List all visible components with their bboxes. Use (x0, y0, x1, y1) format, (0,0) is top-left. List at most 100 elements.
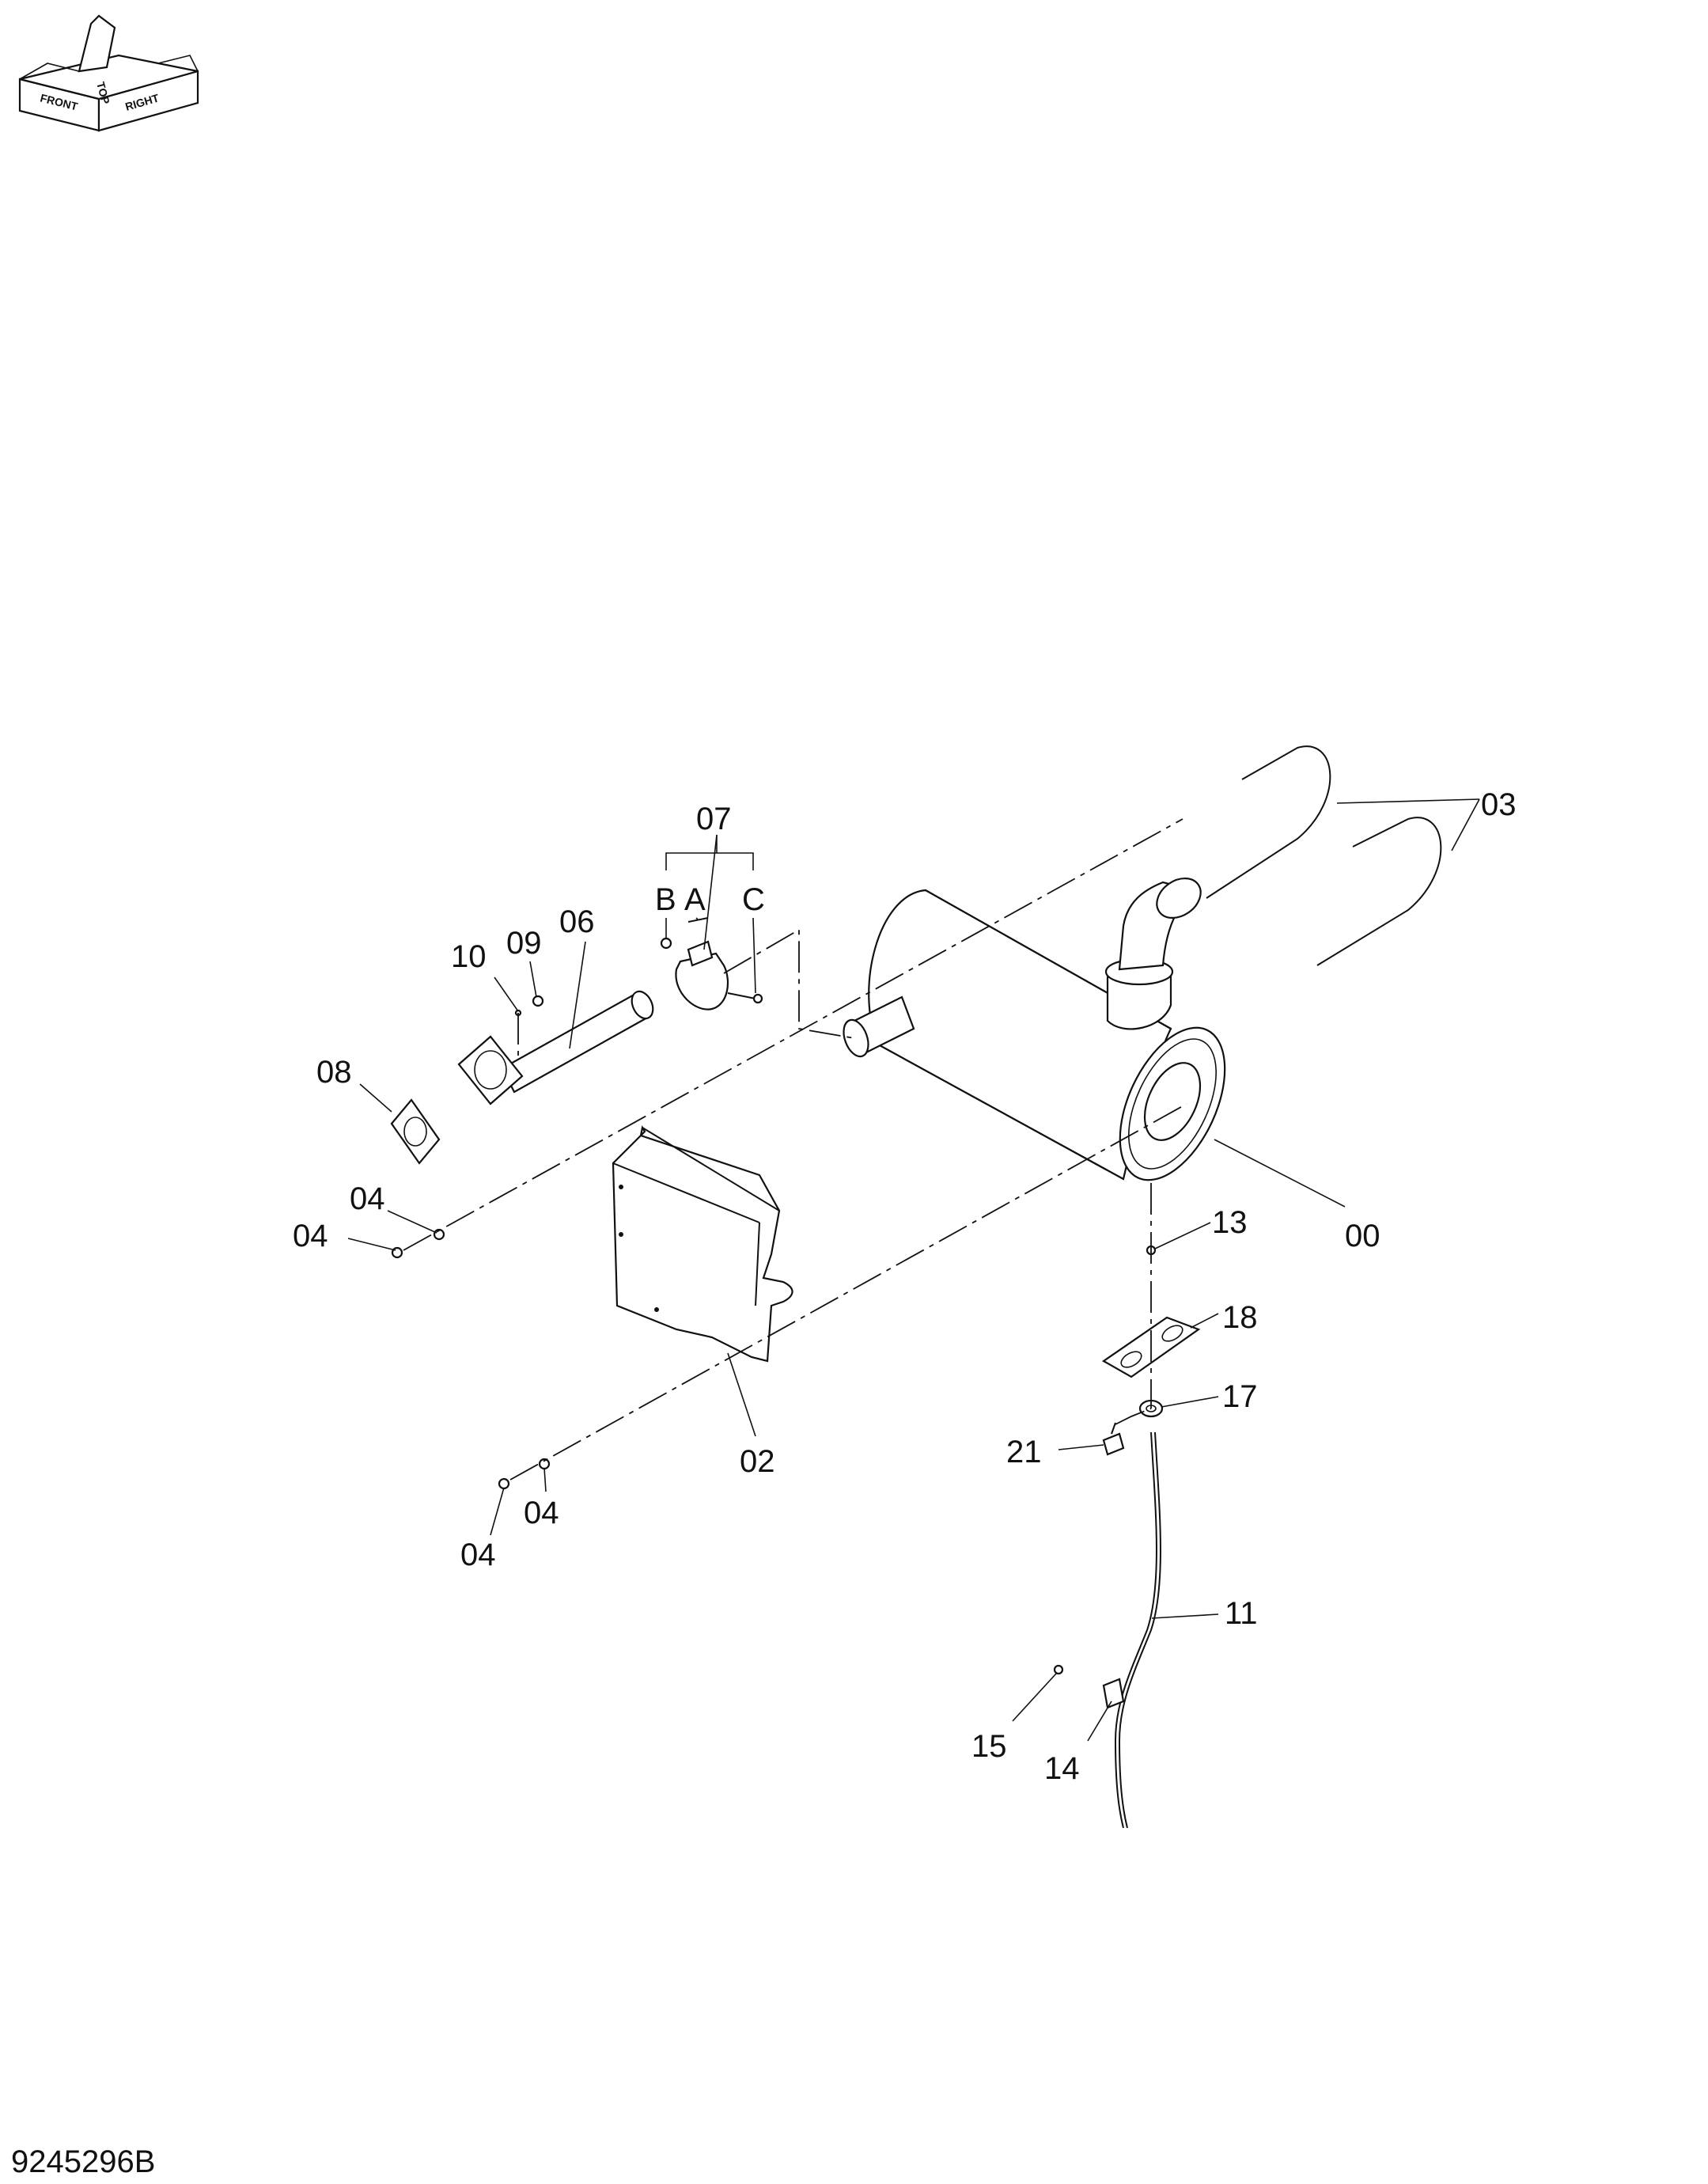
leader-04-upper-1 (387, 1210, 437, 1234)
leader-11 (1151, 1613, 1219, 1619)
callout-06: 06 (559, 904, 595, 939)
part-06-pipe (457, 990, 654, 1105)
callout-08: 08 (316, 1055, 352, 1090)
leader-15 (1012, 1673, 1057, 1722)
leader-07-bracket (665, 852, 754, 870)
clamp-bolt-c (727, 992, 756, 999)
leader-lines (347, 798, 1480, 1742)
part-11-hose-edge (1118, 1431, 1161, 1829)
callout-07-C: C (742, 882, 765, 917)
centerline-fitting (1115, 1408, 1152, 1425)
bracket-slot-1 (1120, 1351, 1142, 1368)
centerline-clamp (723, 928, 855, 1039)
gasket-plate (390, 1098, 441, 1165)
callout-07: 07 (696, 802, 732, 836)
leader-14 (1087, 1701, 1112, 1742)
callout-21: 21 (1006, 1435, 1042, 1469)
clamp-bolt-head (752, 993, 763, 1004)
tailpipe-base (1106, 968, 1172, 1030)
orientation-indicator: FRONT TOP RIGHT (18, 14, 199, 132)
pipe-flange (457, 1035, 524, 1105)
part-14-clip (1102, 1678, 1125, 1709)
heat-shield-hole-1 (619, 1185, 623, 1189)
clamp-band (675, 952, 729, 1010)
heat-shield-crease (755, 1222, 760, 1306)
part-04-nut-lower-2 (498, 1477, 510, 1490)
part-11-hose (1114, 1431, 1157, 1829)
heat-shield-hole-3 (654, 1307, 659, 1312)
leader-08 (359, 1083, 392, 1113)
part-03-bands (1206, 745, 1442, 966)
orientation-right-arrow-icon (157, 55, 199, 72)
callout-17: 17 (1222, 1379, 1258, 1414)
callout-00: 00 (1345, 1219, 1380, 1253)
clamp-pin-a (687, 917, 709, 923)
callout-10: 10 (451, 939, 487, 974)
fitting-hex (1102, 1432, 1125, 1456)
part-02-heat-shield (612, 1124, 793, 1363)
clamp-nut-b (660, 937, 672, 950)
pipe-end (631, 990, 654, 1020)
band-upper (1206, 745, 1331, 899)
leader-18 (1190, 1313, 1219, 1329)
callout-02: 02 (740, 1444, 775, 1479)
callout-11: 11 (1225, 1596, 1258, 1631)
leader-06 (569, 941, 586, 1049)
leader-00 (1214, 1139, 1346, 1208)
callout-18: 18 (1222, 1300, 1258, 1335)
leader-07-A (695, 917, 699, 920)
callout-09: 09 (506, 926, 542, 961)
leader-10 (494, 976, 519, 1012)
callout-14: 14 (1044, 1751, 1080, 1786)
heat-shield-hole-2 (619, 1232, 623, 1237)
callout-07-A: A (684, 882, 706, 917)
muffler-outlet-opening (1143, 1062, 1202, 1141)
part-07-clamp (660, 917, 763, 1010)
part-21-fitting (1102, 1422, 1125, 1456)
pipe-flange-hole (474, 1050, 507, 1090)
centerline-lower (509, 1103, 1187, 1481)
leader-07-C (752, 917, 756, 994)
bracket-slot-2 (1161, 1325, 1183, 1342)
callout-15: 15 (971, 1729, 1007, 1764)
leader-04-lower-2 (490, 1487, 505, 1536)
part-04-nut-upper-1 (433, 1228, 445, 1241)
leader-03-lower (1451, 798, 1480, 851)
callout-07-B: B (655, 882, 676, 917)
leader-02 (727, 1352, 756, 1437)
muffler-bottom-edge (877, 1044, 1124, 1180)
gasket-hole (403, 1117, 427, 1147)
callout-04-upper-2: 04 (293, 1219, 328, 1253)
callout-04-upper-1: 04 (350, 1181, 385, 1216)
leader-04-upper-2 (347, 1238, 396, 1251)
fitting-stem (1111, 1422, 1116, 1435)
callout-13: 13 (1212, 1205, 1248, 1240)
orientation-up-arrow-icon (78, 14, 116, 73)
centerlines (403, 818, 1187, 1481)
leader-07-clamp (703, 834, 718, 950)
callout-04-lower-1: 04 (524, 1496, 559, 1530)
centerline-upper (403, 818, 1183, 1251)
muffler-end-plate-rim (1128, 1038, 1217, 1170)
callout-labels: 03 00 02 04 04 04 04 06 07 A B C 08 09 1… (293, 787, 1517, 1786)
tailpipe-tip (1156, 877, 1202, 919)
orientation-left-arrow-icon (19, 63, 80, 80)
leader-21 (1058, 1444, 1104, 1450)
heat-shield-top-fold (642, 1127, 780, 1211)
callout-03: 03 (1481, 787, 1517, 822)
heat-shield-upper-edge (612, 1162, 760, 1223)
part-15-bolt (1053, 1664, 1064, 1675)
leader-03-upper (1336, 798, 1480, 804)
leader-17 (1161, 1396, 1219, 1408)
document-id: 9245296B (11, 2144, 155, 2179)
part-00-muffler (843, 877, 1226, 1181)
muffler-inlet-opening (843, 1018, 869, 1058)
band-lower (1316, 817, 1442, 966)
part-09-washer (532, 995, 544, 1007)
part-08-gasket (390, 1098, 441, 1165)
heat-shield-body (612, 1124, 793, 1363)
leader-04-lower-1 (543, 1467, 547, 1492)
orientation-label-top: TOP (94, 81, 112, 106)
leader-13 (1154, 1222, 1211, 1249)
